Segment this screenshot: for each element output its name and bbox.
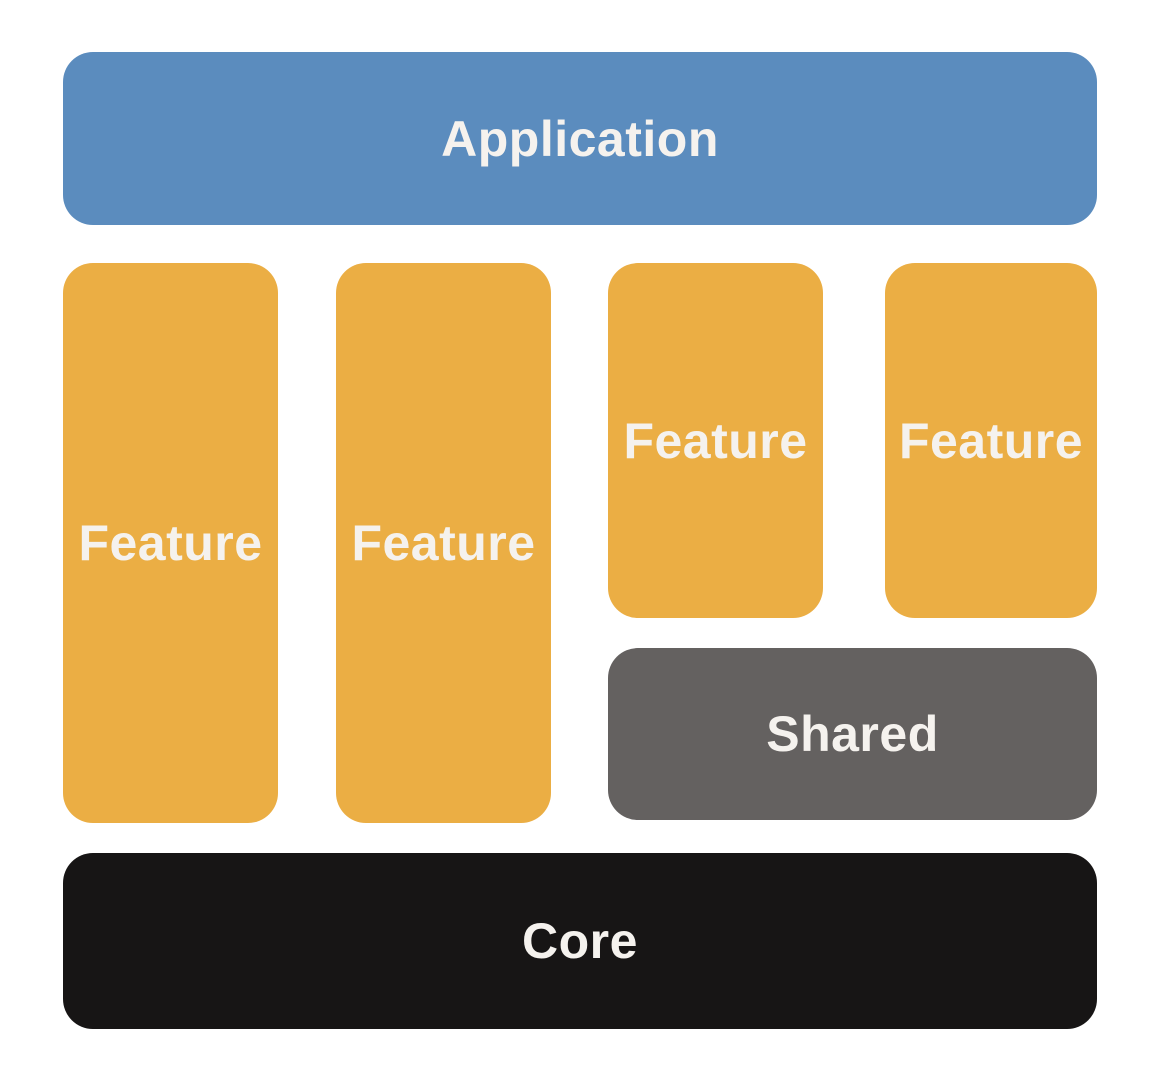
application-label: Application: [441, 110, 719, 167]
core-block: Core: [63, 853, 1097, 1029]
application-block: Application: [63, 52, 1097, 225]
feature-label: Feature: [351, 515, 536, 571]
feature-block-1: Feature: [63, 263, 278, 823]
feature-label: Feature: [623, 412, 808, 469]
core-label: Core: [522, 913, 638, 969]
shared-block: Shared: [608, 648, 1097, 820]
feature-block-3: Feature: [608, 263, 823, 618]
feature-label: Feature: [898, 412, 1084, 469]
feature-label: Feature: [78, 515, 263, 571]
shared-label: Shared: [766, 706, 939, 762]
feature-block-2: Feature: [336, 263, 551, 823]
feature-block-4: Feature: [885, 263, 1097, 618]
